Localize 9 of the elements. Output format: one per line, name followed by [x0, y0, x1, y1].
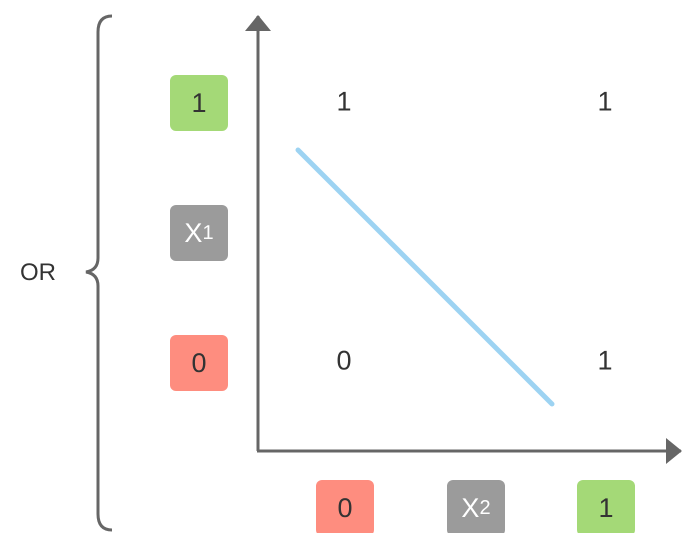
value-tag: 0	[170, 335, 228, 391]
value-tag: 1	[577, 480, 635, 533]
output-value: 1	[336, 86, 352, 118]
output-value: 1	[597, 346, 613, 376]
output-value: 1	[597, 86, 613, 118]
gate-name: OR	[20, 259, 56, 287]
value-tag: 0	[316, 480, 374, 533]
output-value: 0	[336, 346, 352, 376]
value-tag: 1	[170, 75, 228, 131]
